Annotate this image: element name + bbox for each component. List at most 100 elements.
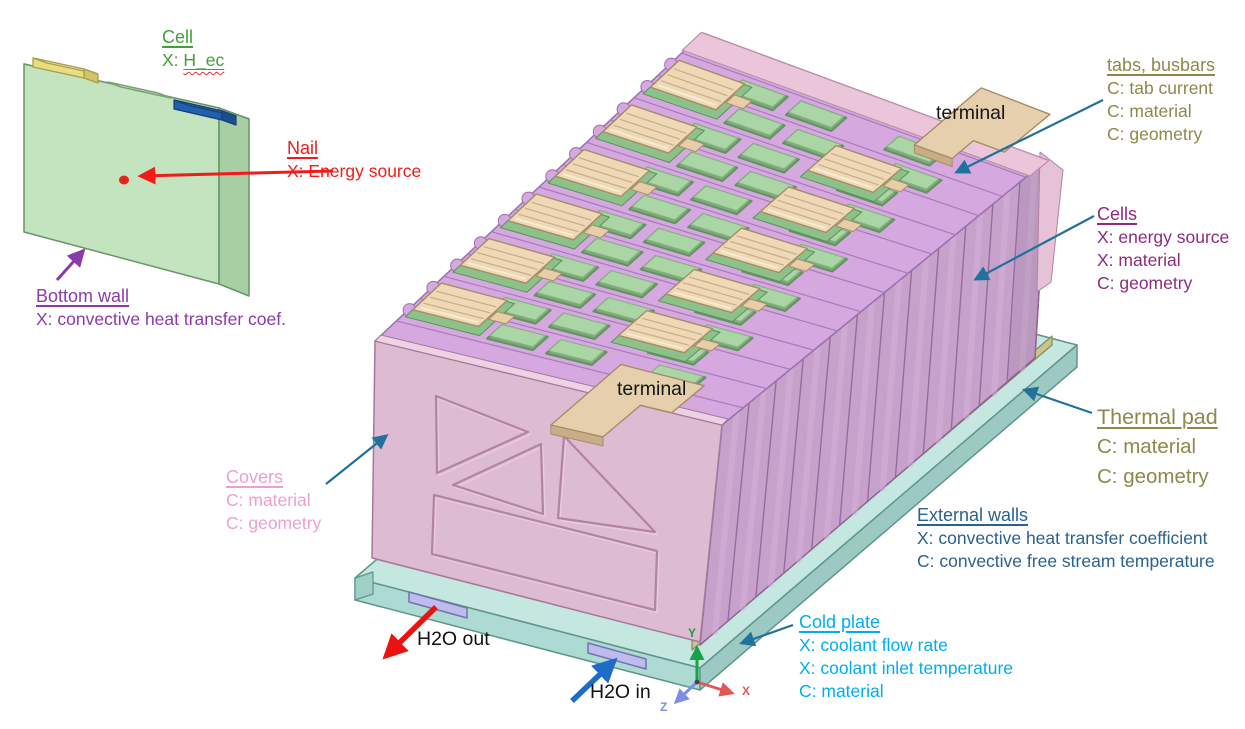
nail-label-title: Nail [287,138,319,158]
cells-label-line: C: geometry [1097,273,1193,293]
cell-slot [737,171,794,197]
module-geometry [823,321,848,540]
bottom-wall-label-line: X: convective heat transfer coef. [36,309,286,329]
cell-slot [595,297,652,321]
module-geometry [1019,167,1038,373]
cells-label-line: X: energy source [1097,227,1230,247]
module-geometry [610,128,669,150]
module-geometry [467,262,526,280]
nail-label-line: X: Energy source [287,161,422,181]
busbar-tail [535,267,563,282]
module-geometry [894,269,913,479]
busbar-tail [788,258,815,272]
module-geometry [578,157,640,178]
module-geometry [635,323,696,341]
thermal-pad-label-line: C: material [1097,435,1197,458]
tabs-busbars-label-line: C: tab current [1107,78,1214,98]
module-geometry [922,247,940,455]
cell-vent-recess [107,81,172,99]
terminal-front-label: terminal [617,378,687,400]
single-cell-figure [23,57,250,297]
cover-groove [556,434,657,534]
module-geometry [866,291,886,503]
cover-groove-highlight [454,445,546,518]
module-geometry [626,112,687,134]
cold-plate-left-end [354,571,374,601]
cells-arrow [973,215,1095,281]
front-terminal [550,363,705,438]
module-geometry [483,246,545,265]
axis-z-arrow [673,680,699,705]
annotation-arrows [55,99,1104,703]
cover-groove [451,442,545,516]
nail-arrow [137,166,334,185]
module-geometry [767,365,794,588]
module-geometry [625,332,684,350]
module-geometry [777,199,838,221]
external-walls-label: External walls X: convective heat transf… [917,504,1215,573]
cell-slot [598,270,655,295]
bottom-wall-label-title: Bottom wall [36,286,130,306]
cold-plate-label-title: Cold plate [799,612,881,632]
axis-origin [694,679,700,685]
battery-module-figure [354,31,1078,691]
module-geometry [657,84,716,106]
module-geometry [767,209,826,229]
tabs-busbars-label: tabs, busbars C: tab current C: material… [1107,54,1215,146]
covers-label-line: C: material [226,490,311,510]
axis-z-label: Z [660,700,668,714]
busbar-tail [678,137,705,153]
module-geometry [838,313,859,527]
covers-label: Covers C: material C: geometry [226,466,321,535]
module-geometry [676,287,737,306]
thermal-pad-arrow [1022,386,1093,415]
cell-tab-blue-right [221,110,237,126]
module-geometry [470,258,532,276]
module-geometry [531,201,592,221]
cell-slot [548,339,605,362]
busbar-tail [630,181,658,196]
module-geometry [538,186,886,294]
module-geometry [723,246,784,266]
module-geometry [879,277,903,492]
module-geometry [824,158,885,180]
axis-y-label: Y [688,626,697,640]
cell-right-face [218,107,250,297]
cells-label-title: Cells [1097,204,1138,224]
h2o-out-label: H2O out [417,628,490,650]
coolant-port-out [408,591,468,619]
module-geometry [585,141,933,255]
cell-slot [643,255,700,280]
covers-arrow [325,434,389,485]
nail-point-dot [119,175,129,185]
covers-label-line: C: geometry [226,513,322,533]
module-geometry [619,118,681,140]
busbar-tail [882,178,910,193]
tabs-busbars-label-title: tabs, busbars [1107,55,1216,75]
module-geometry [729,240,791,261]
axis-x-label: X [742,684,751,698]
module-geometry [443,275,791,370]
module-geometry [423,302,484,320]
module-geometry [436,290,497,308]
module-geometry [739,387,767,612]
cover-groove [430,493,659,612]
busbar-tail [583,224,610,239]
cell-slot [693,185,750,212]
top-terminal [913,87,1051,160]
busbar-tail [488,311,515,325]
tabs-busbars-label-line: C: geometry [1107,124,1203,144]
module-geometry [783,194,844,215]
module-geometry [727,402,750,622]
cover-groove-highlight [433,496,660,614]
cell-slot [679,151,736,178]
thermal-pad-label: Thermal pad C: material C: geometry [1097,402,1218,492]
cold-plate-label: Cold plate X: coolant flow rate X: coola… [799,611,1013,703]
module-geometry [1006,181,1021,383]
cells-label: Cells X: energy source X: material C: ge… [1097,203,1229,295]
cell-label-prefix: X: [162,50,184,70]
cell-label-value: H_ec [183,50,225,70]
h2o-out-arrow [382,605,438,660]
module-geometry [963,211,984,420]
